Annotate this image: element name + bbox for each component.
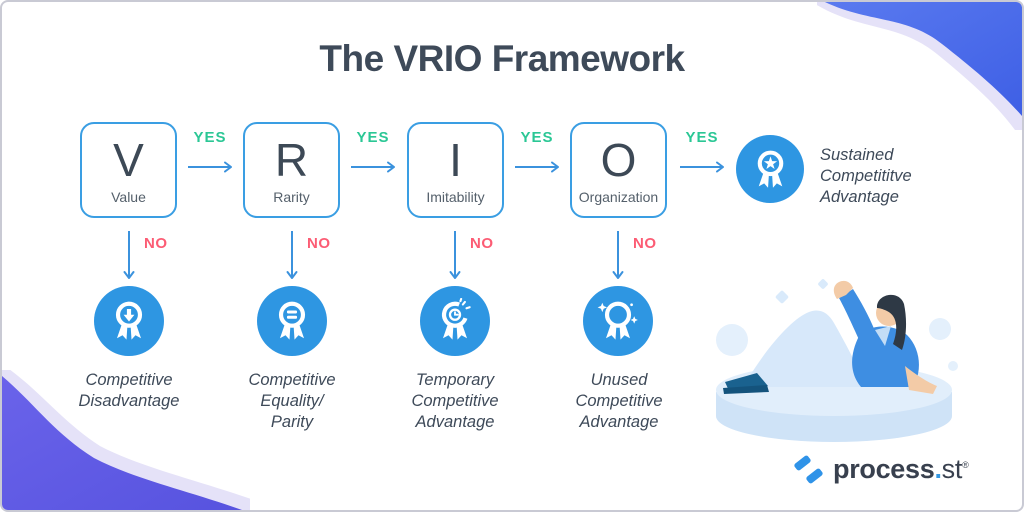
no-label: NO [144,235,168,252]
outcome-circle-disadvantage [94,286,164,356]
no-label: NO [633,235,657,252]
yes-connector-4: YES [670,129,734,173]
no-connector-organization: NO [612,230,657,280]
no-connector-value: NO [123,230,168,280]
outcome-circle-temporary [420,286,490,356]
outcome-circle-equality [257,286,327,356]
yes-connector-1: YES [178,129,242,173]
vrio-label-imitability: Imitability [426,189,485,205]
vrio-label-rarity: Rarity [273,189,310,205]
medal-equals-icon [278,301,306,340]
vrio-label-organization: Organization [578,189,659,205]
yes-label: YES [685,129,719,146]
arrow-right-icon [680,161,724,173]
vrio-letter-o: O [600,134,637,186]
no-label: NO [307,235,331,252]
vrio-label-value: Value [111,189,146,205]
processst-logo: process.st® [793,454,969,485]
yes-connector-2: YES [341,129,405,173]
arrow-down-icon [123,231,135,279]
vrio-box-imitability: I Imitability [407,122,504,218]
processst-logo-text: process.st® [833,454,969,484]
sustained-advantage-label: Sustained Competititve Advantage [820,146,912,206]
no-connector-rarity: NO [286,230,331,280]
arrow-down-icon [612,231,624,279]
vrio-letter-i: I [449,134,462,186]
outcome-label-unused: Unused Competitive Advantage [575,371,663,431]
yes-label: YES [193,129,227,146]
medal-down-arrow-icon [115,301,143,340]
outcome-label-temporary: Temporary Competitive Advantage [411,371,499,431]
vrio-letter-v: V [113,134,144,186]
vrio-box-value: V Value [80,122,177,218]
vrio-box-rarity: R Rarity [243,122,340,218]
arrow-right-icon [515,161,559,173]
yes-connector-3: YES [505,129,569,173]
yes-label: YES [520,129,554,146]
medal-clock-icon [441,298,471,340]
sustained-advantage-circle [736,135,804,203]
arrow-right-icon [351,161,395,173]
outcome-circle-unused [583,286,653,356]
vrio-box-organization: O Organization [570,122,667,218]
arrow-down-icon [286,231,298,279]
no-connector-imitability: NO [449,230,494,280]
outcome-label-equality: Competitive Equality/ Parity [248,371,336,431]
yes-label: YES [356,129,390,146]
outcome-label-disadvantage: Competitive Disadvantage [78,371,180,410]
arrow-down-icon [449,231,461,279]
person-relaxing-illustration [716,279,958,442]
vrio-letter-r: R [274,134,309,186]
no-label: NO [470,235,494,252]
page-title: The VRIO Framework [319,38,685,79]
arrow-right-icon [188,161,232,173]
processst-logo-icon [794,455,823,484]
medal-sparkle-icon [597,301,638,340]
medal-star-icon [757,150,783,188]
